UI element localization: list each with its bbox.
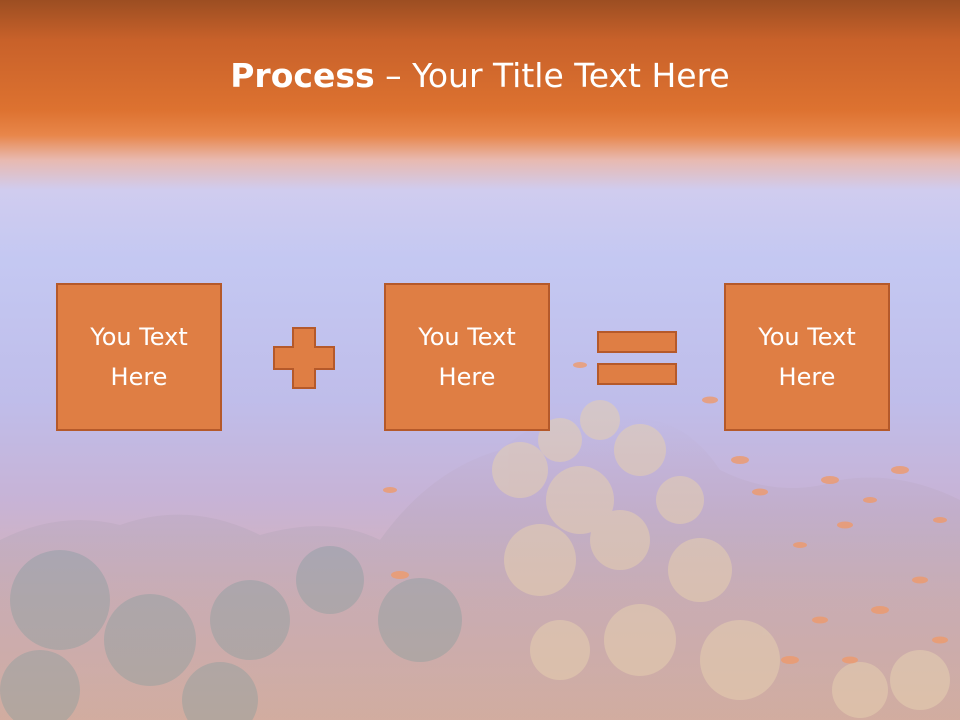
slide-title: Process – Your Title Text Here (0, 52, 960, 100)
process-box-1[interactable]: You Text Here (56, 283, 222, 431)
process-box-2-text: You Text Here (418, 323, 516, 391)
title-rest: Your Title Text Here (412, 56, 730, 95)
process-box-3-text: You Text Here (758, 323, 856, 391)
process-box-1-text: You Text Here (90, 323, 188, 391)
process-box-3[interactable]: You Text Here (724, 283, 890, 431)
title-bold: Process (230, 56, 375, 95)
process-box-2[interactable]: You Text Here (384, 283, 550, 431)
equals-icon (597, 331, 677, 385)
title-separator: – (374, 56, 413, 95)
plus-icon (273, 327, 335, 389)
